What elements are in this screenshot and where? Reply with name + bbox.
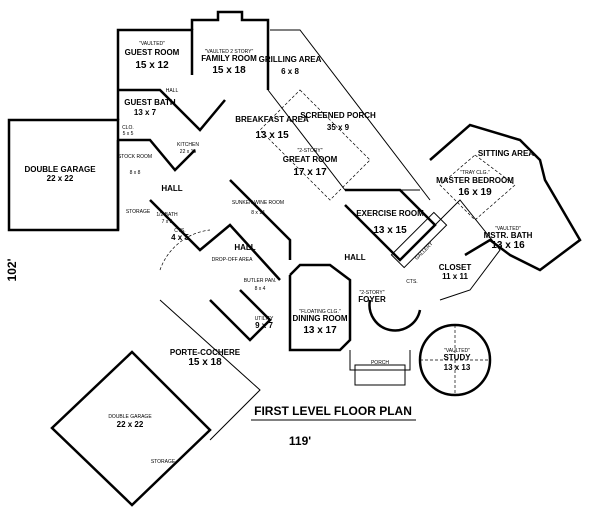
- half-bath-name: 1/2 BATH: [156, 212, 178, 218]
- double-garage-1-name: DOUBLE GARAGE: [24, 165, 96, 174]
- walls: [7, 10, 582, 507]
- dining-room-note: "FLOATING CLG.": [299, 309, 340, 315]
- dining-room-dims: 13 x 17: [303, 325, 337, 336]
- double-garage-2-name: DOUBLE GARAGE: [108, 414, 152, 420]
- utility-dims: 9 x 7: [255, 321, 273, 330]
- cts-dims: 4 x 5: [171, 233, 189, 242]
- width-dimension: 119': [289, 434, 311, 448]
- study-note: "VAULTED": [444, 348, 470, 354]
- exercise-room-name: EXERCISE ROOM: [356, 209, 424, 218]
- mstr-bath-dims: 13 x 16: [491, 240, 525, 251]
- cts-2-name: CTS.: [406, 279, 417, 285]
- storage-1-name: STORAGE: [126, 209, 151, 215]
- sunken-wine-room-name: SUNKEN WINE ROOM: [232, 200, 284, 206]
- study-name: STUDY: [443, 353, 471, 362]
- stock-room-name: STOCK ROOM: [118, 154, 152, 160]
- kitchen-dims: 22 x 15: [180, 149, 197, 155]
- clo-dims: 5 x 5: [123, 131, 134, 137]
- storage-2-name: STORAGE: [151, 459, 176, 465]
- family-room-dims: 15 x 18: [212, 65, 246, 76]
- mstr-bath-note: "VAULTED": [495, 226, 521, 232]
- exercise-room-dims: 13 x 15: [373, 225, 407, 236]
- mstr-bath-name: MSTR. BATH: [484, 231, 533, 240]
- double-garage-1-dims: 22 x 22: [47, 174, 74, 183]
- hall-2-name: HALL: [161, 184, 182, 193]
- butler-pan-name: BUTLER PAN.: [244, 278, 276, 284]
- master-bedroom-name: MASTER BEDROOM: [436, 176, 514, 185]
- utility-name: UTILITY: [255, 316, 274, 322]
- screened-porch-dims: 35 x 9: [327, 123, 350, 132]
- closet-dims: 11 x 11: [442, 272, 468, 281]
- family-room-name: FAMILY ROOM: [201, 54, 257, 63]
- depth-dimension: 102': [5, 258, 19, 281]
- great-room-name: GREAT ROOM: [283, 155, 338, 164]
- porch-name: PORCH: [371, 360, 389, 366]
- butler-pan-dims: 8 x 4: [255, 286, 266, 292]
- drop-off-area-name: DROP-OFF AREA: [212, 257, 254, 263]
- grilling-area-dims: 6 x 8: [281, 67, 299, 76]
- hall-4-name: HALL: [344, 253, 365, 262]
- closet-name: CLOSET: [439, 263, 472, 272]
- guest-bath-dims: 13 x 7: [134, 108, 157, 117]
- family-room-note: "VAULTED 2 STORY": [205, 49, 254, 55]
- grilling-area-name: GRILLING AREA: [259, 55, 322, 64]
- foyer-note: "2-STORY": [359, 290, 384, 296]
- stock-room-dims: 8 x 8: [130, 170, 141, 176]
- guest-room-dims: 15 x 12: [135, 60, 169, 71]
- hall-3-name: HALL: [234, 243, 255, 252]
- hall-1-name: HALL: [166, 88, 179, 94]
- dining-room-name: DINING ROOM: [292, 314, 347, 323]
- clo-name: CLO.: [122, 125, 134, 131]
- master-bedroom-note: "TRAY CLG.": [460, 170, 490, 176]
- breakfast-area-dims: 13 x 15: [255, 130, 289, 141]
- great-room-note: "2-STORY": [297, 148, 322, 154]
- porte-cochere-name: PORTE-COCHERE: [170, 348, 241, 357]
- foyer-name: FOYER: [358, 295, 386, 304]
- double-garage-2-dims: 22 x 22: [117, 420, 144, 429]
- master-bedroom-dims: 16 x 19: [458, 187, 492, 198]
- guest-bath-name: GUEST BATH: [124, 98, 176, 107]
- study-dims: 13 x 13: [444, 363, 471, 372]
- screened-porch-name: SCREENED PORCH: [300, 111, 376, 120]
- kitchen-name: KITCHEN: [177, 142, 199, 148]
- guest-room-note: "VAULTED": [139, 41, 165, 47]
- guest-room-name: GUEST ROOM: [125, 48, 180, 57]
- porte-cochere-dims: 15 x 18: [188, 357, 222, 368]
- cts-name: CTS.: [174, 228, 185, 234]
- plan-title: FIRST LEVEL FLOOR PLAN: [254, 404, 412, 418]
- breakfast-area-name: BREAKFAST AREA: [235, 115, 309, 124]
- sunken-wine-room-dims: 8 x 14: [251, 210, 265, 216]
- half-bath-dims: 7 x 5: [162, 219, 173, 225]
- sitting-area-name: SITTING AREA: [478, 149, 534, 158]
- great-room-dims: 17 x 17: [293, 167, 327, 178]
